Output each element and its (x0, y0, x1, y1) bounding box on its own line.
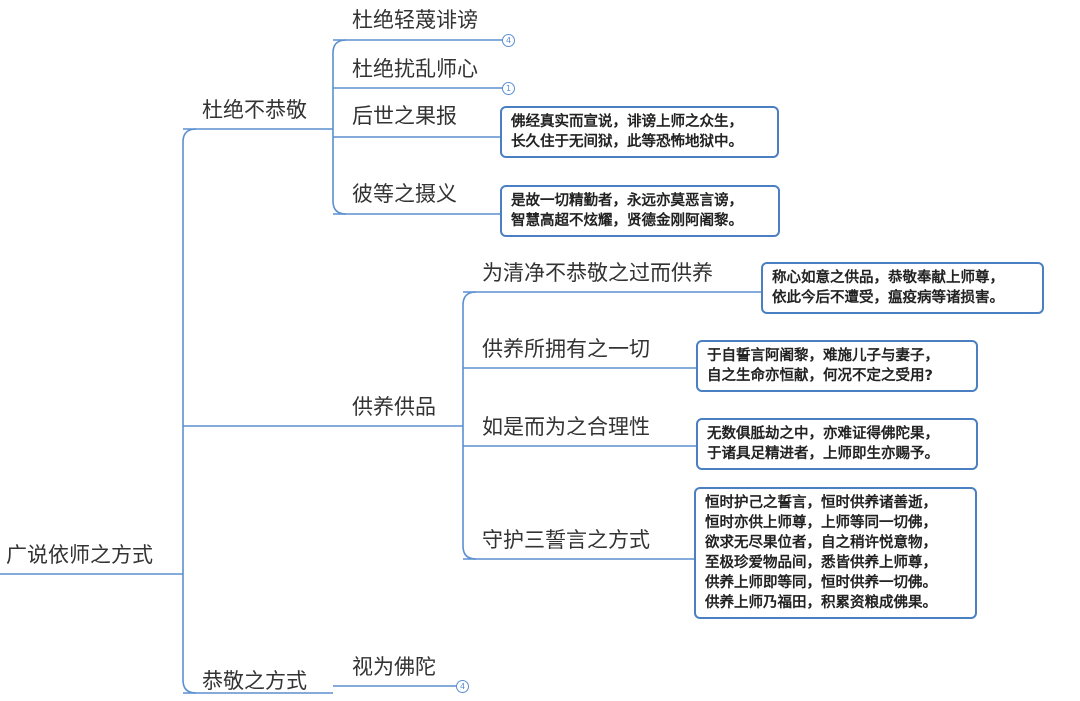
verse-line: 长久住于无间狱，此等恐怖地狱中。 (511, 134, 743, 150)
verse-line: 供养上师即等同，恒时供养一切佛。 (705, 575, 937, 591)
verse-line: 于自誓言阿阇黎，难施儿子与妻子， (707, 348, 939, 364)
verse-line: 无数俱胝劫之中，亦难证得佛陀果， (707, 426, 939, 442)
subtopic[interactable]: 视为佛陀 (352, 655, 436, 679)
subtopic[interactable]: 为清净不恭敬之过而供养 (482, 261, 713, 285)
verse-line: 恒时护己之誓言，恒时供养诸善逝， (705, 495, 937, 511)
verse-line: 是故一切精勤者，永远亦莫恶言谤， (511, 193, 743, 209)
subtopic[interactable]: 供养所拥有之一切 (482, 337, 650, 361)
subtopic[interactable]: 杜绝轻蔑诽谤 (352, 8, 478, 32)
subtopic[interactable]: 如是而为之合理性 (482, 415, 650, 439)
verse-note: 称心如意之供品，恭敬奉献上师尊， 依此今后不遭受，瘟疫病等诸损害。 (761, 262, 1044, 314)
verse-line: 佛经真实而宣说，诽谤上师之众生， (511, 114, 743, 130)
verse-line: 于诸具足精进者，上师即生亦赐予。 (707, 446, 939, 462)
subtopic[interactable]: 杜绝扰乱师心 (352, 57, 478, 81)
verse-line: 自之生命亦恒献，何况不定之受用? (707, 368, 933, 384)
verse-line: 欲求无尽果位者，自之稍许悦意物， (705, 535, 937, 551)
branch-topic[interactable]: 供养供品 (352, 395, 436, 419)
verse-note: 恒时护己之誓言，恒时供养诸善逝， 恒时亦供上师尊，上师等同一切佛， 欲求无尽果位… (694, 487, 977, 619)
verse-note: 于自誓言阿阇黎，难施儿子与妻子， 自之生命亦恒献，何况不定之受用? (696, 340, 978, 392)
collapsed-count-badge[interactable]: 4 (502, 34, 515, 47)
verse-line: 恒时亦供上师尊，上师等同一切佛， (705, 515, 937, 531)
root-topic[interactable]: 广说依师之方式 (6, 543, 153, 567)
verse-line: 供养上师乃福田，积累资粮成佛果。 (705, 595, 937, 611)
subtopic[interactable]: 守护三誓言之方式 (482, 528, 650, 552)
verse-note: 无数俱胝劫之中，亦难证得佛陀果， 于诸具足精进者，上师即生亦赐予。 (696, 418, 978, 470)
verse-line: 智慧高超不炫耀，贤德金刚阿阇黎。 (511, 213, 743, 229)
verse-line: 称心如意之供品，恭敬奉献上师尊， (772, 270, 1004, 286)
verse-note: 是故一切精勤者，永远亦莫恶言谤， 智慧高超不炫耀，贤德金刚阿阇黎。 (500, 185, 780, 237)
collapsed-count-badge[interactable]: 1 (502, 82, 515, 95)
verse-line: 至极珍爱物品间，悉皆供养上师尊， (705, 555, 937, 571)
branch-topic[interactable]: 恭敬之方式 (202, 669, 307, 693)
branch-topic[interactable]: 杜绝不恭敬 (202, 98, 307, 122)
verse-note: 佛经真实而宣说，诽谤上师之众生， 长久住于无间狱，此等恐怖地狱中。 (500, 106, 779, 158)
subtopic[interactable]: 后世之果报 (352, 104, 457, 128)
verse-line: 依此今后不遭受，瘟疫病等诸损害。 (772, 290, 1004, 306)
collapsed-count-badge[interactable]: 4 (456, 680, 469, 693)
subtopic[interactable]: 彼等之摄义 (352, 182, 457, 206)
